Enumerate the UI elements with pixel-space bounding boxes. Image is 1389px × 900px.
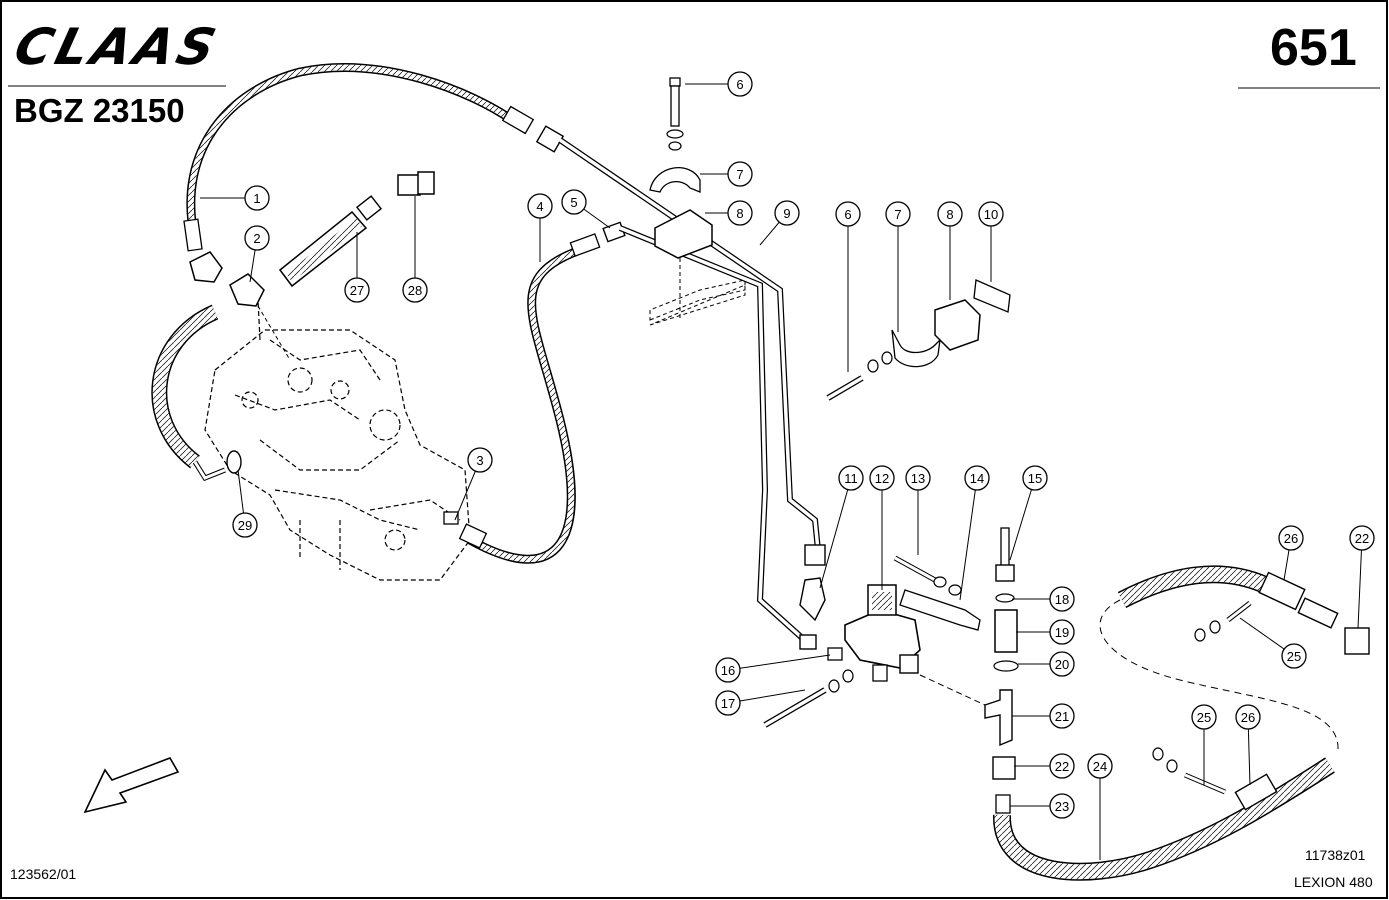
callout-label-7: 7 xyxy=(894,207,901,222)
callout-circle-20 xyxy=(1049,651,1075,677)
callout-circle-22 xyxy=(1049,753,1075,779)
hose-24 xyxy=(992,747,1335,881)
callout-label-13: 13 xyxy=(911,471,925,486)
callout-label-6: 6 xyxy=(736,77,743,92)
drawing-code: 11738z01 xyxy=(1305,847,1366,863)
callout-label-25: 25 xyxy=(1287,649,1301,664)
callout-circle-7 xyxy=(885,201,911,227)
callout-label-2: 2 xyxy=(253,231,260,246)
callout-circle-6 xyxy=(835,201,861,227)
callout-label-8: 8 xyxy=(736,206,743,221)
callout-leader-22 xyxy=(1357,537,1363,629)
callout-label-21: 21 xyxy=(1055,709,1069,724)
callout-label-12: 12 xyxy=(875,471,889,486)
callout-label-11: 11 xyxy=(844,471,858,486)
callout-circle-6 xyxy=(727,71,753,97)
callout-label-28: 28 xyxy=(408,283,422,298)
hose-4 xyxy=(443,233,601,564)
callout-label-16: 16 xyxy=(721,663,735,678)
callout-circle-26 xyxy=(1278,525,1304,551)
callout-circle-1 xyxy=(244,185,270,211)
callout-label-10: 10 xyxy=(984,207,998,222)
clamp-assembly-right xyxy=(826,279,1011,401)
callout-label-9: 9 xyxy=(783,206,790,221)
callout-label-29: 29 xyxy=(238,518,252,533)
callout-circle-2 xyxy=(244,225,270,251)
callout-label-26: 26 xyxy=(1241,710,1255,725)
callout-circle-17 xyxy=(715,690,741,716)
callout-label-20: 20 xyxy=(1055,657,1069,672)
callout-label-27: 27 xyxy=(350,283,364,298)
callout-label-26: 26 xyxy=(1284,531,1298,546)
callout-label-17: 17 xyxy=(721,696,735,711)
valve-assembly xyxy=(763,555,986,728)
callout-leader-16 xyxy=(727,654,831,671)
callout-label-25: 25 xyxy=(1197,710,1211,725)
callout-circle-10 xyxy=(978,201,1004,227)
callout-leader-15 xyxy=(1009,477,1036,561)
callout-label-24: 24 xyxy=(1093,759,1107,774)
hose-1 xyxy=(183,63,565,283)
callout-circle-12 xyxy=(869,465,895,491)
callout-circle-19 xyxy=(1049,619,1075,645)
callout-label-5: 5 xyxy=(570,195,577,210)
callout-circle-18 xyxy=(1049,586,1075,612)
callout-circle-27 xyxy=(344,277,370,303)
callout-circle-14 xyxy=(964,465,990,491)
callout-circle-15 xyxy=(1022,465,1048,491)
direction-arrow-icon xyxy=(83,757,180,814)
callout-circle-16 xyxy=(715,657,741,683)
callout-label-1: 1 xyxy=(253,191,260,206)
callout-label-3: 3 xyxy=(476,453,483,468)
elbow-28 xyxy=(397,171,435,278)
callout-leader-14 xyxy=(959,477,978,601)
callout-label-8: 8 xyxy=(946,207,953,222)
callout-circle-8 xyxy=(727,200,753,226)
adapter-27 xyxy=(278,195,382,288)
callout-circle-21 xyxy=(1049,703,1075,729)
callout-circle-29 xyxy=(232,512,258,538)
callout-circle-5 xyxy=(561,189,587,215)
callout-label-22: 22 xyxy=(1355,531,1369,546)
callout-label-4: 4 xyxy=(536,199,543,214)
callout-circle-28 xyxy=(402,277,428,303)
callout-label-19: 19 xyxy=(1055,625,1069,640)
tee-fitting-stack xyxy=(984,527,1019,814)
callout-circle-4 xyxy=(527,193,553,219)
callout-label-7: 7 xyxy=(736,167,743,182)
page-number: 651 xyxy=(1270,19,1357,77)
callout-circle-25 xyxy=(1191,704,1217,730)
callout-circle-25 xyxy=(1281,643,1307,669)
callout-circle-26 xyxy=(1235,704,1261,730)
callout-circle-7 xyxy=(727,161,753,187)
callout-label-15: 15 xyxy=(1028,471,1042,486)
callout-circle-23 xyxy=(1049,793,1075,819)
callout-label-23: 23 xyxy=(1055,799,1069,814)
callout-circle-11 xyxy=(838,465,864,491)
callout-circle-22 xyxy=(1349,525,1375,551)
hydraulic-pump-outline xyxy=(204,299,471,581)
callout-circle-24 xyxy=(1087,753,1113,779)
callout-leader-11 xyxy=(819,477,852,589)
callout-label-6: 6 xyxy=(844,207,851,222)
clamp-assembly-top xyxy=(649,77,746,326)
callout-label-14: 14 xyxy=(970,471,984,486)
callout-circle-13 xyxy=(905,465,931,491)
callout-circle-9 xyxy=(774,200,800,226)
callout-circle-8 xyxy=(937,201,963,227)
hose-right-upper xyxy=(1099,565,1370,751)
callout-circle-3 xyxy=(467,447,493,473)
machine-model: LEXION 480 xyxy=(1294,874,1373,890)
diagram-reference: BGZ 23150 xyxy=(14,92,185,129)
elbow-fitting-2 xyxy=(229,273,291,361)
callout-leader-17 xyxy=(727,689,806,704)
document-code: 123562/01 xyxy=(10,866,77,882)
callout-label-22: 22 xyxy=(1055,759,1069,774)
callout-label-18: 18 xyxy=(1055,592,1069,607)
hose-29 xyxy=(151,304,242,482)
